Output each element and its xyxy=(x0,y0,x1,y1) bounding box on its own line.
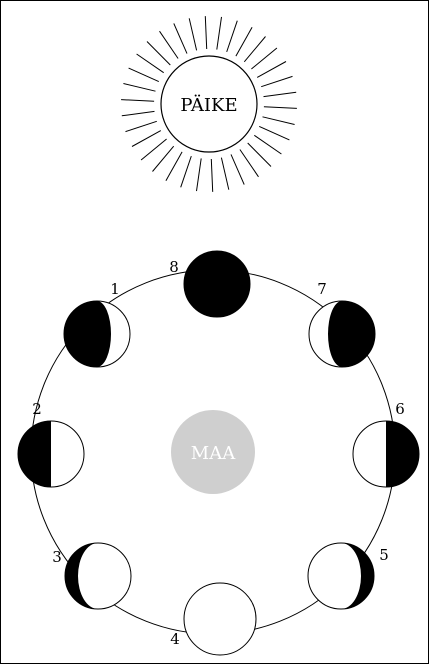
sun-ray xyxy=(121,100,154,102)
sun-ray xyxy=(129,68,159,82)
sun-ray xyxy=(231,154,244,184)
sun-ray xyxy=(123,84,155,92)
sun-ray xyxy=(248,143,271,167)
moon-phase-6 xyxy=(353,421,419,487)
moon-label-2: 2 xyxy=(32,400,42,418)
sun-ray xyxy=(236,27,252,56)
sun-ray xyxy=(205,16,206,49)
sun-ray xyxy=(251,48,277,69)
moon-phase-4 xyxy=(184,583,256,655)
moon-1-dark-part xyxy=(64,301,111,367)
sun-label: PÄIKE xyxy=(180,93,237,116)
moon-label-1: 1 xyxy=(110,280,120,298)
sun-ray xyxy=(132,131,161,147)
sun-ray xyxy=(197,158,202,191)
sun-ray xyxy=(261,76,292,86)
sun-ray xyxy=(160,31,179,58)
moon-label-4: 4 xyxy=(170,630,180,648)
sun-ray xyxy=(189,18,196,50)
sun-ray xyxy=(221,158,228,190)
sun-ray xyxy=(141,139,167,160)
sun-ray xyxy=(264,92,297,96)
moon-6-dark-part xyxy=(386,421,419,487)
moon-label-5: 5 xyxy=(379,546,389,564)
sun-ray xyxy=(126,121,157,131)
moon-phase-3 xyxy=(65,543,131,609)
sun-ray xyxy=(259,126,289,139)
sun-ray xyxy=(240,150,259,177)
moon-8-disk xyxy=(184,251,250,317)
moon-label-8: 8 xyxy=(169,258,179,276)
moon-phase-7 xyxy=(309,301,375,367)
moon-phase-2 xyxy=(18,421,84,487)
sun-ray xyxy=(137,54,164,73)
moon-phase-5 xyxy=(308,543,374,609)
sun-ray xyxy=(217,17,222,50)
moon-label-3: 3 xyxy=(52,548,62,566)
sun-ray xyxy=(122,111,155,115)
moon-label-6: 6 xyxy=(395,400,405,418)
sun-ray xyxy=(153,146,174,171)
sun-ray xyxy=(174,23,187,53)
moon-label-7: 7 xyxy=(317,280,327,298)
sun-ray xyxy=(264,107,297,109)
sun-ray xyxy=(147,42,170,66)
moon-phase-8 xyxy=(184,251,250,317)
moon-4-disk xyxy=(184,583,256,655)
sun-ray xyxy=(211,159,212,192)
sun-ray xyxy=(244,37,265,62)
earth-label: MAA xyxy=(191,443,236,464)
moon-phase-1 xyxy=(64,301,130,367)
sun-ray xyxy=(257,62,286,78)
moon-2-dark-part xyxy=(18,421,51,487)
sun-ray xyxy=(263,117,295,125)
sun-ray xyxy=(166,152,182,181)
sun-ray xyxy=(227,21,238,52)
sun-ray xyxy=(181,156,192,187)
sun-ray xyxy=(254,135,281,154)
